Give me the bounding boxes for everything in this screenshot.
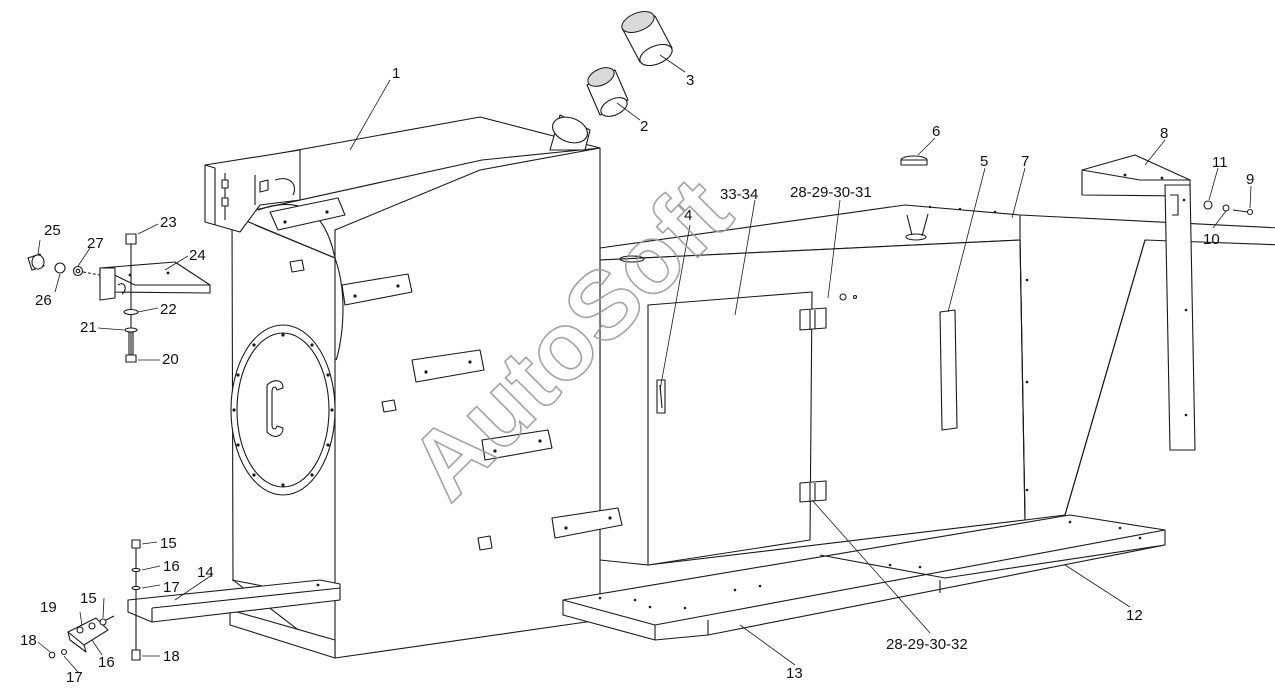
callout-18-right: 18 <box>163 648 180 665</box>
callout-6: 6 <box>932 123 940 140</box>
callout-24: 24 <box>189 247 206 264</box>
callout-14: 14 <box>197 564 214 581</box>
callout-8: 8 <box>1160 125 1168 142</box>
callout-13: 13 <box>786 665 803 682</box>
leader-lines <box>37 54 1252 673</box>
callout-labels: 1 2 3 4 5 6 7 8 9 10 11 12 13 14 15 16 1… <box>20 65 1254 686</box>
callout-23: 23 <box>160 214 177 231</box>
callout-21: 21 <box>80 319 97 336</box>
callout-16-upper: 16 <box>163 558 180 575</box>
callout-5: 5 <box>980 153 988 170</box>
callout-4: 4 <box>684 207 692 224</box>
callout-15-lower: 15 <box>80 590 97 607</box>
callout-18-left: 18 <box>20 632 37 649</box>
callout-28-29-30-31: 28-29-30-31 <box>790 184 872 201</box>
callout-33-34: 33-34 <box>720 186 758 203</box>
callout-10: 10 <box>1203 231 1220 248</box>
callout-19: 19 <box>40 599 57 616</box>
callout-9: 9 <box>1246 171 1254 188</box>
callout-3: 3 <box>686 72 694 89</box>
main-tank <box>204 114 601 659</box>
cabinet-door <box>647 291 827 566</box>
callout-16-lower: 16 <box>98 654 115 671</box>
callout-2: 2 <box>640 118 648 135</box>
callout-1: 1 <box>392 65 400 82</box>
callout-25: 25 <box>44 222 61 239</box>
access-cover <box>230 324 336 496</box>
platform-steps <box>562 514 1166 641</box>
callout-17-lower: 17 <box>66 669 83 686</box>
filler-cap-parts <box>586 11 928 166</box>
left-bracket-assembly <box>27 233 211 363</box>
callout-27: 27 <box>87 235 104 252</box>
callout-22: 22 <box>160 301 177 318</box>
callout-28-29-30-32: 28-29-30-32 <box>886 636 968 653</box>
part-8-bracket <box>1081 154 1196 451</box>
callout-26: 26 <box>35 292 52 309</box>
part-14-rail <box>127 579 341 623</box>
part-5-strip <box>939 309 958 431</box>
lower-fasteners <box>48 539 141 661</box>
fasteners-9-10-11 <box>1203 200 1254 216</box>
callout-7: 7 <box>1021 153 1029 170</box>
tank-mount-plates <box>269 197 623 551</box>
callout-12: 12 <box>1126 607 1143 624</box>
callout-15-upper: 15 <box>160 535 177 552</box>
callout-17-upper: 17 <box>163 579 180 596</box>
callout-11: 11 <box>1212 154 1228 171</box>
callout-20: 20 <box>162 351 179 368</box>
